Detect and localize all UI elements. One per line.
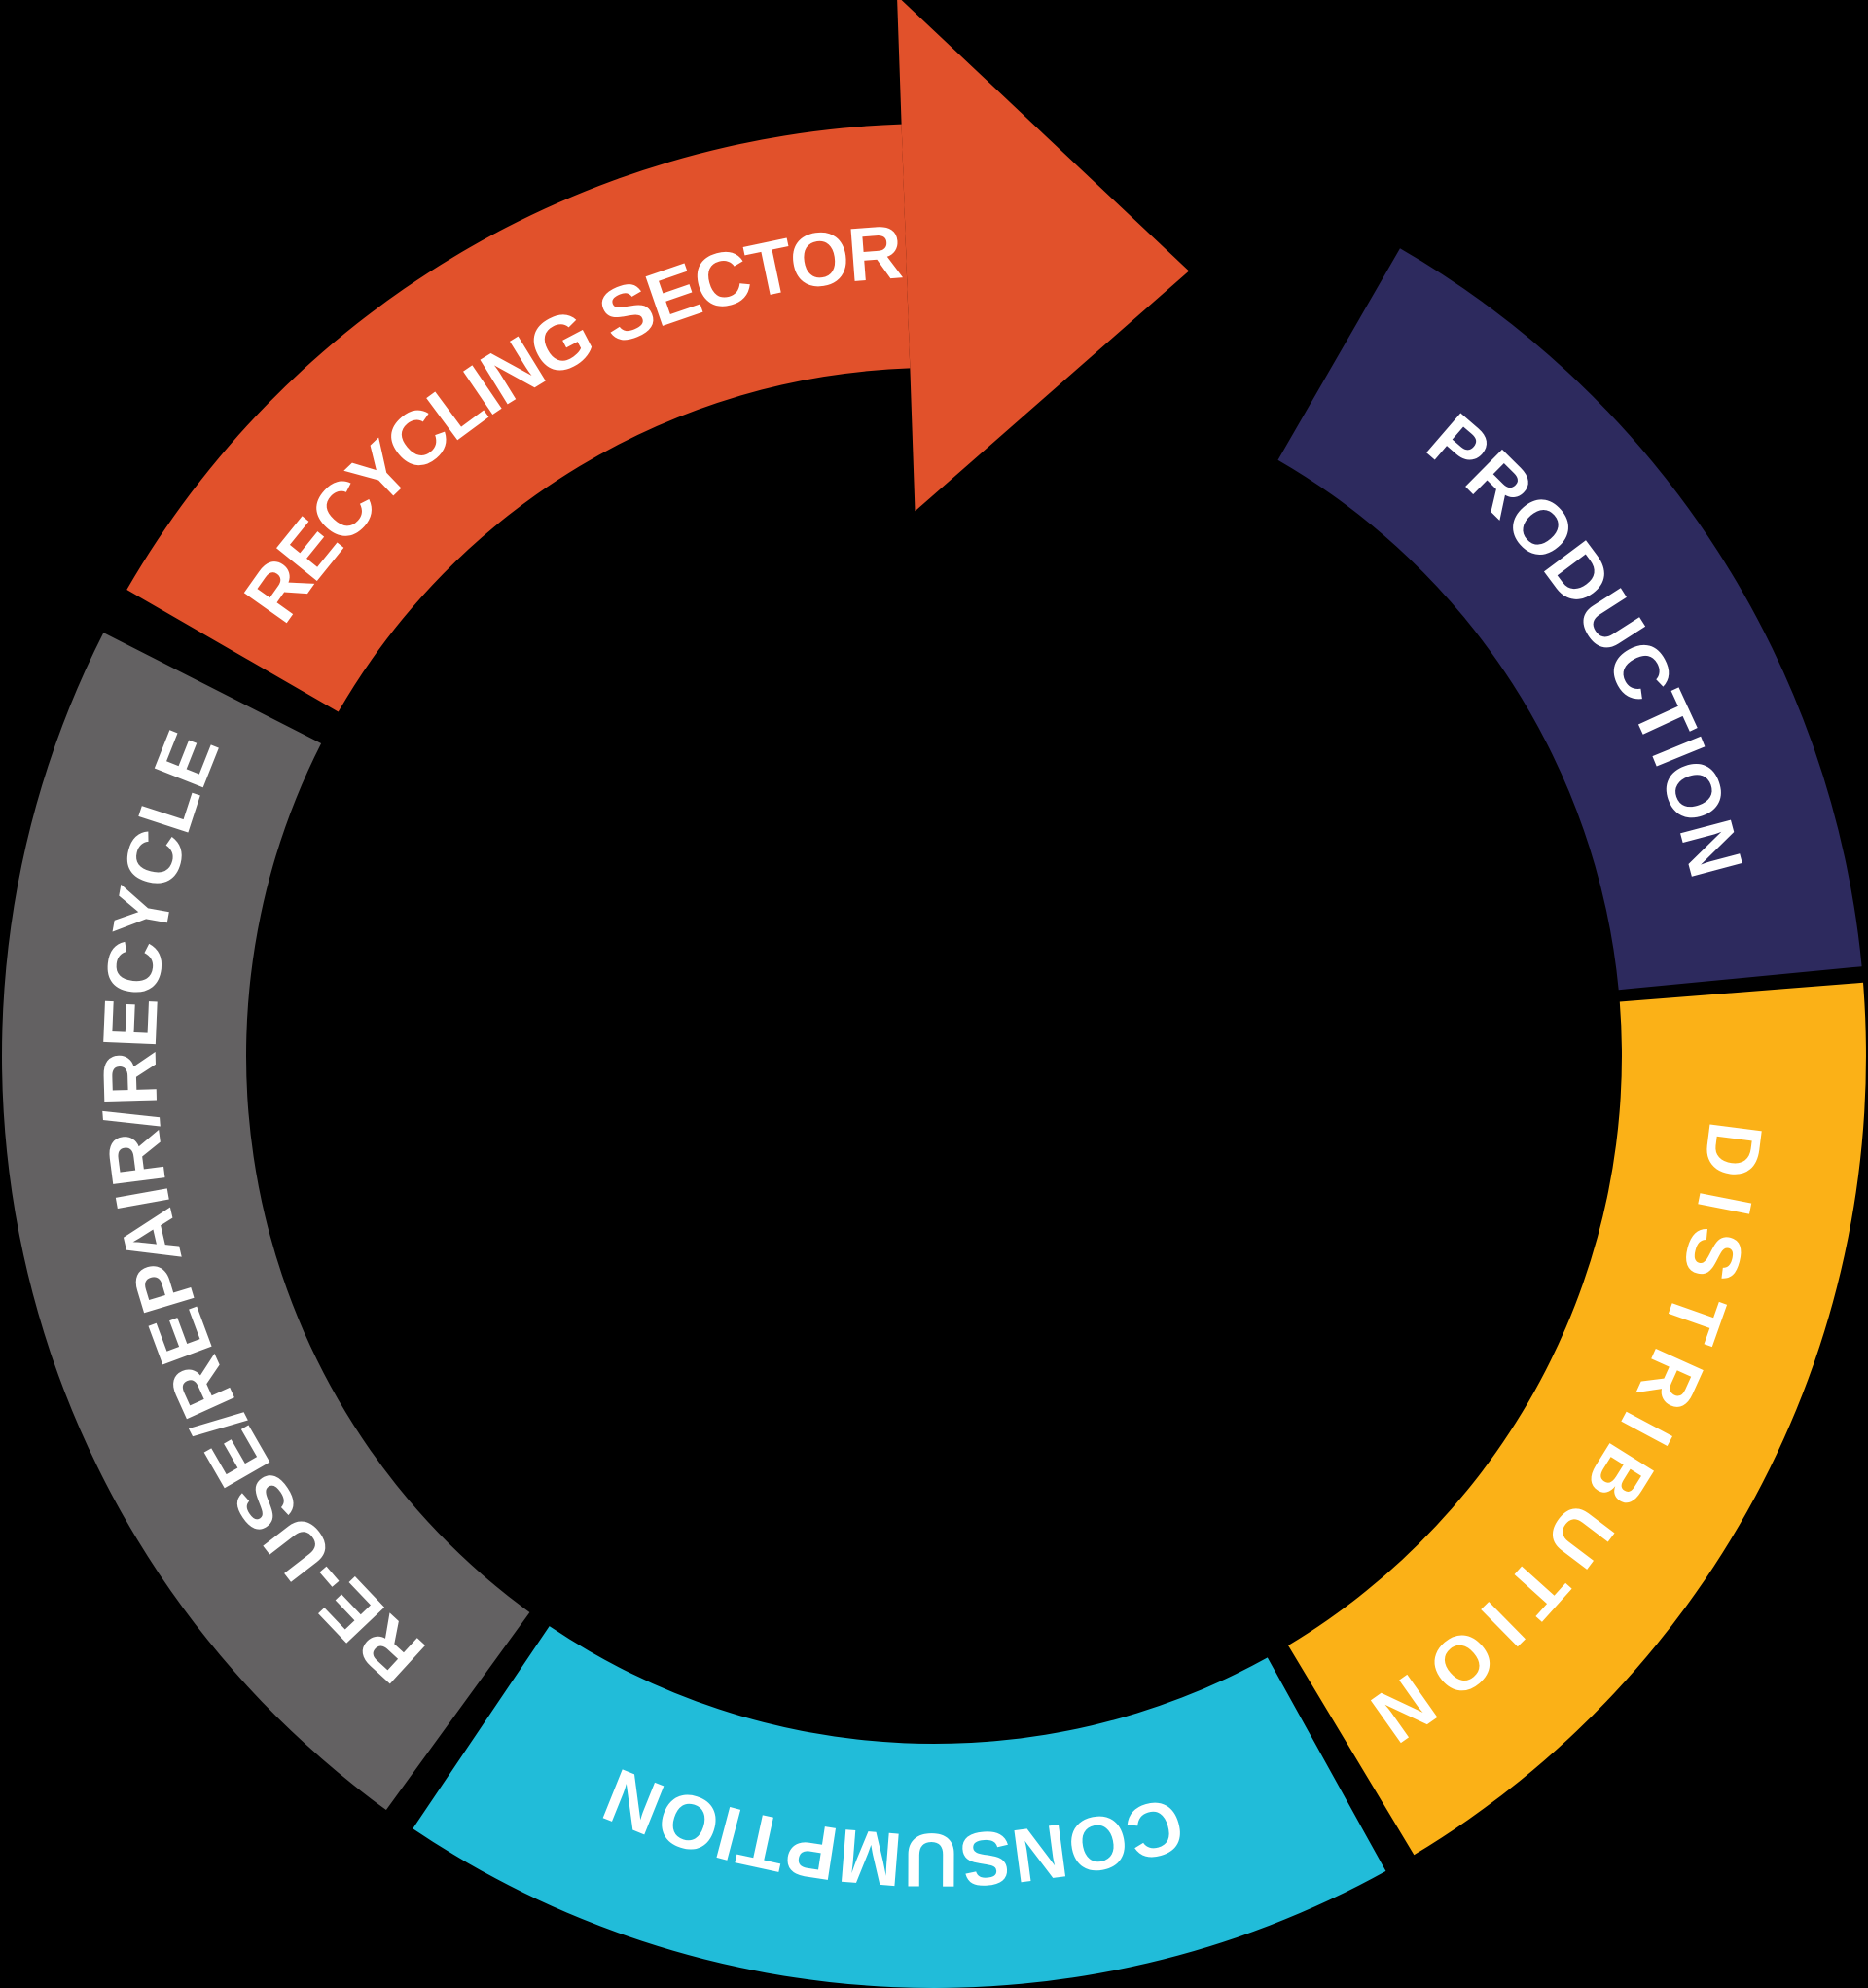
segment-production [1277,248,1862,991]
segment-distribution [1288,982,1866,1856]
clockwise-arrowhead-icon [897,0,1189,512]
segment-recycling-sector [126,124,911,712]
segment-reuse-repair-recycle [2,633,530,1810]
segment-consumption [413,1626,1386,1988]
